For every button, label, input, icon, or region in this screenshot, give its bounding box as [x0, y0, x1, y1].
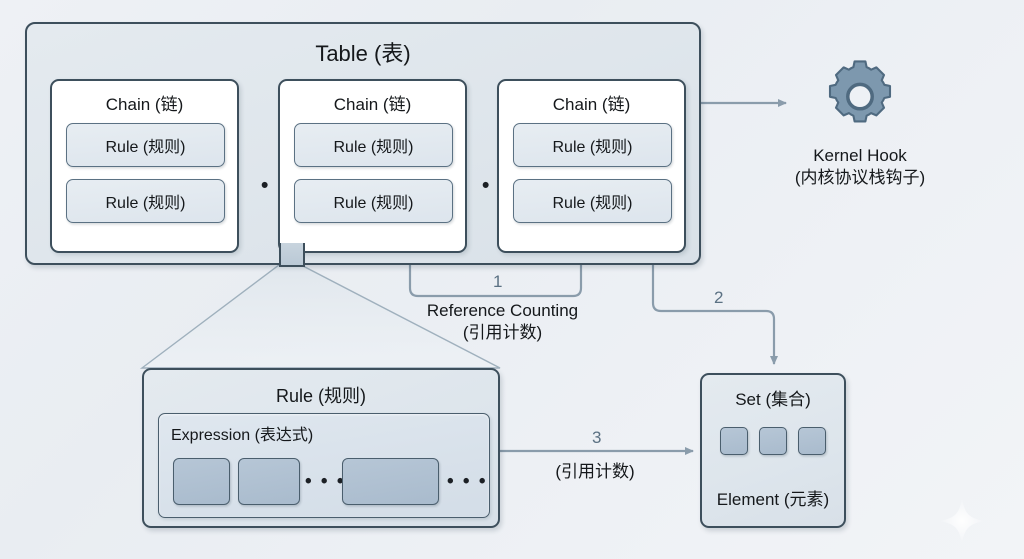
set-element[interactable] [759, 427, 787, 455]
expression-cell[interactable] [342, 458, 439, 505]
kernel-hook-label: Kernel Hook (内核协议栈钩子) [760, 145, 960, 189]
table-title: Table (表) [315, 41, 411, 66]
set-title: Set (集合) [735, 390, 811, 409]
chain-box-2[interactable]: Chain (链) Rule (规则) Rule (规则) [278, 79, 467, 253]
rule-detail-container[interactable]: Rule (规则) Expression (表达式) • • • • • • [142, 368, 500, 528]
expression-ellipsis-trailing: • • • [447, 471, 488, 492]
chain-box-1[interactable]: Chain (链) Rule (规则) Rule (规则) [50, 79, 239, 253]
reference-counting-caption-en: Reference Counting [426, 301, 579, 320]
sparkle-watermark [940, 499, 984, 543]
set-elements-row [702, 427, 844, 455]
chain-rule-item[interactable]: Rule (规则) [66, 123, 225, 167]
reference-counting-caption-cn: (引用计数) [462, 323, 543, 343]
chain-title: Chain (链) [552, 95, 631, 114]
expression-title: Expression (表达式) [171, 427, 314, 444]
kernel-hook-label-cn: (内核协议栈钩子) [794, 167, 926, 187]
table-container[interactable]: Table (表) Chain (链) Rule (规则) Rule (规则) … [25, 22, 701, 265]
rule-detail-title: Rule (规则) [275, 386, 366, 406]
gear-icon [828, 60, 892, 123]
expression-cell[interactable] [173, 458, 230, 505]
chain-rule-item[interactable]: Rule (规则) [513, 123, 672, 167]
set-element[interactable] [720, 427, 748, 455]
kernel-hook-node[interactable]: Kernel Hook (内核协议栈钩子) [760, 58, 960, 189]
chain-detail-tab[interactable] [279, 243, 305, 267]
chain-rule-item[interactable]: Rule (规则) [294, 179, 453, 223]
connection-number-2: 2 [714, 288, 724, 307]
expression-ellipsis-inner: • • • [305, 471, 346, 492]
connection-number-3: 3 [592, 428, 602, 447]
expression-container[interactable]: Expression (表达式) • • • • • • [158, 413, 490, 518]
chain-rule-item[interactable]: Rule (规则) [294, 123, 453, 167]
ref-counting-arrow-1 [408, 248, 585, 298]
table-to-set-arrow-2 [651, 248, 778, 365]
set-element[interactable] [798, 427, 826, 455]
kernel-hook-label-en: Kernel Hook [813, 146, 907, 165]
chain-rule-item[interactable]: Rule (规则) [513, 179, 672, 223]
set-element-label: Element (元素) [716, 490, 830, 509]
chain-title: Chain (链) [333, 95, 412, 114]
chain-box-3[interactable]: Chain (链) Rule (规则) Rule (规则) [497, 79, 686, 253]
expression-cell[interactable] [238, 458, 300, 505]
reference-counting-caption: Reference Counting (引用计数) [380, 300, 625, 344]
chain-rule-item[interactable]: Rule (规则) [66, 179, 225, 223]
set-container[interactable]: Set (集合) Element (元素) [700, 373, 846, 528]
rule-to-set-caption: (引用计数) [555, 462, 635, 481]
connection-number-1: 1 [493, 272, 503, 291]
chain-title: Chain (链) [105, 95, 184, 114]
